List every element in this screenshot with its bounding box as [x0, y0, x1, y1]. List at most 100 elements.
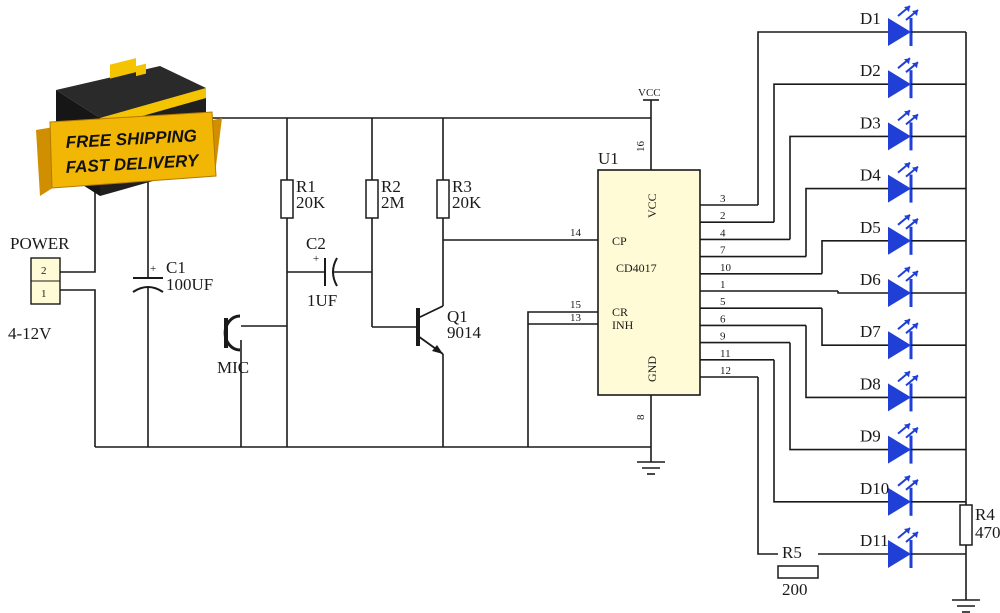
- led-d7-label: D7: [860, 322, 881, 341]
- led-arrow-head: [912, 10, 918, 16]
- ic-output-pin-num: 3: [720, 193, 726, 205]
- ic-output-pin-num: 4: [720, 227, 726, 239]
- transistor-q1: Q1 9014: [416, 305, 482, 355]
- ic-pin-gnd-name: GND: [645, 356, 659, 382]
- led-d3-icon: [888, 122, 911, 151]
- r2-value: 2M: [381, 193, 405, 212]
- led-arrow-head: [912, 479, 918, 486]
- led-feed-wire: [773, 359, 888, 503]
- resistor-r5: R5 200: [777, 543, 819, 599]
- led-feed-wire: [805, 325, 888, 399]
- ic-pin-cp-name: CP: [612, 234, 627, 248]
- ic-pin-15-num: 15: [570, 299, 582, 311]
- r5-ref: R5: [782, 543, 802, 562]
- power-pin-2: 2: [41, 265, 47, 277]
- led-arrow-head: [904, 475, 910, 482]
- vcc-label: VCC: [638, 87, 661, 99]
- ic-output-pin-num: 2: [720, 210, 726, 222]
- power-title: POWER: [10, 234, 70, 253]
- ic-output-pin-num: 11: [720, 348, 731, 360]
- dynamic-parts: 3Q0D12Q1D24Q2D37Q3D410Q4D51Q5D65Q6D76Q7D…: [676, 5, 966, 568]
- r2-ref: R2: [381, 177, 401, 196]
- power-connector: 2 1 POWER 4-12V: [8, 234, 70, 343]
- resistor-r3: R3 20K: [436, 177, 482, 219]
- c1-plus: +: [150, 263, 156, 275]
- microphone: MIC: [217, 314, 249, 377]
- capacitor-c2: + C2 1UF: [306, 234, 338, 310]
- mic-label: MIC: [217, 358, 249, 377]
- main-wires: [60, 32, 967, 600]
- ic-pin-8-num: 8: [635, 414, 647, 420]
- ic-output-pin-num: 5: [720, 296, 726, 308]
- led-d3-label: D3: [860, 113, 881, 132]
- power-pin-1: 1: [41, 288, 47, 300]
- ic-output-pin-num: 1: [720, 279, 726, 291]
- led-d8-icon: [888, 383, 911, 412]
- led-arrow-head: [904, 58, 910, 65]
- q1-ref: Q1: [447, 307, 468, 326]
- free-shipping-badge: FREE SHIPPING FAST DELIVERY: [36, 58, 222, 196]
- c1-value: 100UF: [166, 275, 213, 294]
- led-d6-icon: [888, 279, 911, 307]
- led-arrow-head: [912, 218, 918, 225]
- led-feed-wire: [821, 308, 888, 346]
- led-feed-wire: [837, 291, 888, 294]
- ic-pin-14-num: 14: [570, 227, 582, 239]
- led-feed-wire: [773, 83, 888, 223]
- ic-pin-16-num: 16: [635, 141, 647, 153]
- led-d5-label: D5: [860, 218, 881, 237]
- led-d9-icon: [888, 435, 911, 464]
- vcc-symbol: VCC: [638, 87, 661, 101]
- led-d10-label: D10: [860, 479, 889, 498]
- r3-ref: R3: [452, 177, 472, 196]
- led-feed-wire: [789, 342, 888, 451]
- led-feed-wire-r5: [757, 377, 778, 555]
- led-d5-icon: [888, 226, 911, 255]
- led-arrow-head: [904, 319, 910, 326]
- ic-part: CD4017: [616, 261, 657, 275]
- led-arrow-head: [912, 271, 918, 277]
- led-arrow-head: [912, 166, 918, 173]
- resistor-r4: R4 470: [959, 504, 1000, 546]
- led-arrow-head: [904, 110, 910, 117]
- ic-pin-inh-name: INH: [612, 318, 634, 332]
- led-d7-icon: [888, 331, 911, 360]
- r1-value: 20K: [296, 193, 326, 212]
- led-d10-icon: [888, 487, 911, 516]
- ic-output-pin-num: 9: [720, 331, 726, 343]
- ic-cd4017: U1 CD4017 16 VCC 8 GND 14 CP 15 CR 13 IN…: [570, 141, 701, 420]
- led-d11-icon: [888, 540, 911, 568]
- led-feed-wire: [821, 240, 888, 274]
- truck-icon: [110, 58, 146, 79]
- led-d1-icon: [888, 18, 911, 46]
- led-arrow-head: [904, 371, 910, 378]
- led-arrow-head: [904, 528, 910, 534]
- led-d2-icon: [888, 70, 911, 99]
- c1-ref: C1: [166, 258, 186, 277]
- led-arrow-head: [912, 532, 918, 538]
- ground-symbol-leds: [952, 599, 980, 613]
- ic-output-pin-num: 7: [720, 245, 726, 257]
- r3-value: 20K: [452, 193, 482, 212]
- led-feed-wire: [805, 187, 888, 257]
- capacitor-c1: + C1 100UF: [132, 258, 213, 294]
- led-d8-label: D8: [860, 374, 881, 393]
- power-voltage: 4-12V: [8, 324, 52, 343]
- led-arrow-head: [912, 323, 918, 330]
- led-d6-label: D6: [860, 270, 881, 289]
- resistor-r1: R1 20K: [280, 177, 326, 219]
- led-feed-wire: [757, 31, 888, 205]
- led-arrow-head: [904, 267, 910, 273]
- led-arrow-head: [912, 62, 918, 69]
- ic-output-pin-num: 12: [720, 365, 731, 377]
- c2-ref: C2: [306, 234, 326, 253]
- led-d4-icon: [888, 174, 911, 203]
- led-d4-label: D4: [860, 166, 881, 185]
- r4-ref: R4: [975, 505, 995, 524]
- led-feed-wire: [789, 135, 888, 240]
- c2-value: 1UF: [307, 291, 337, 310]
- led-arrow-head: [904, 423, 910, 430]
- led-arrow-head: [904, 214, 910, 221]
- resistor-r2: R2 2M: [365, 177, 405, 219]
